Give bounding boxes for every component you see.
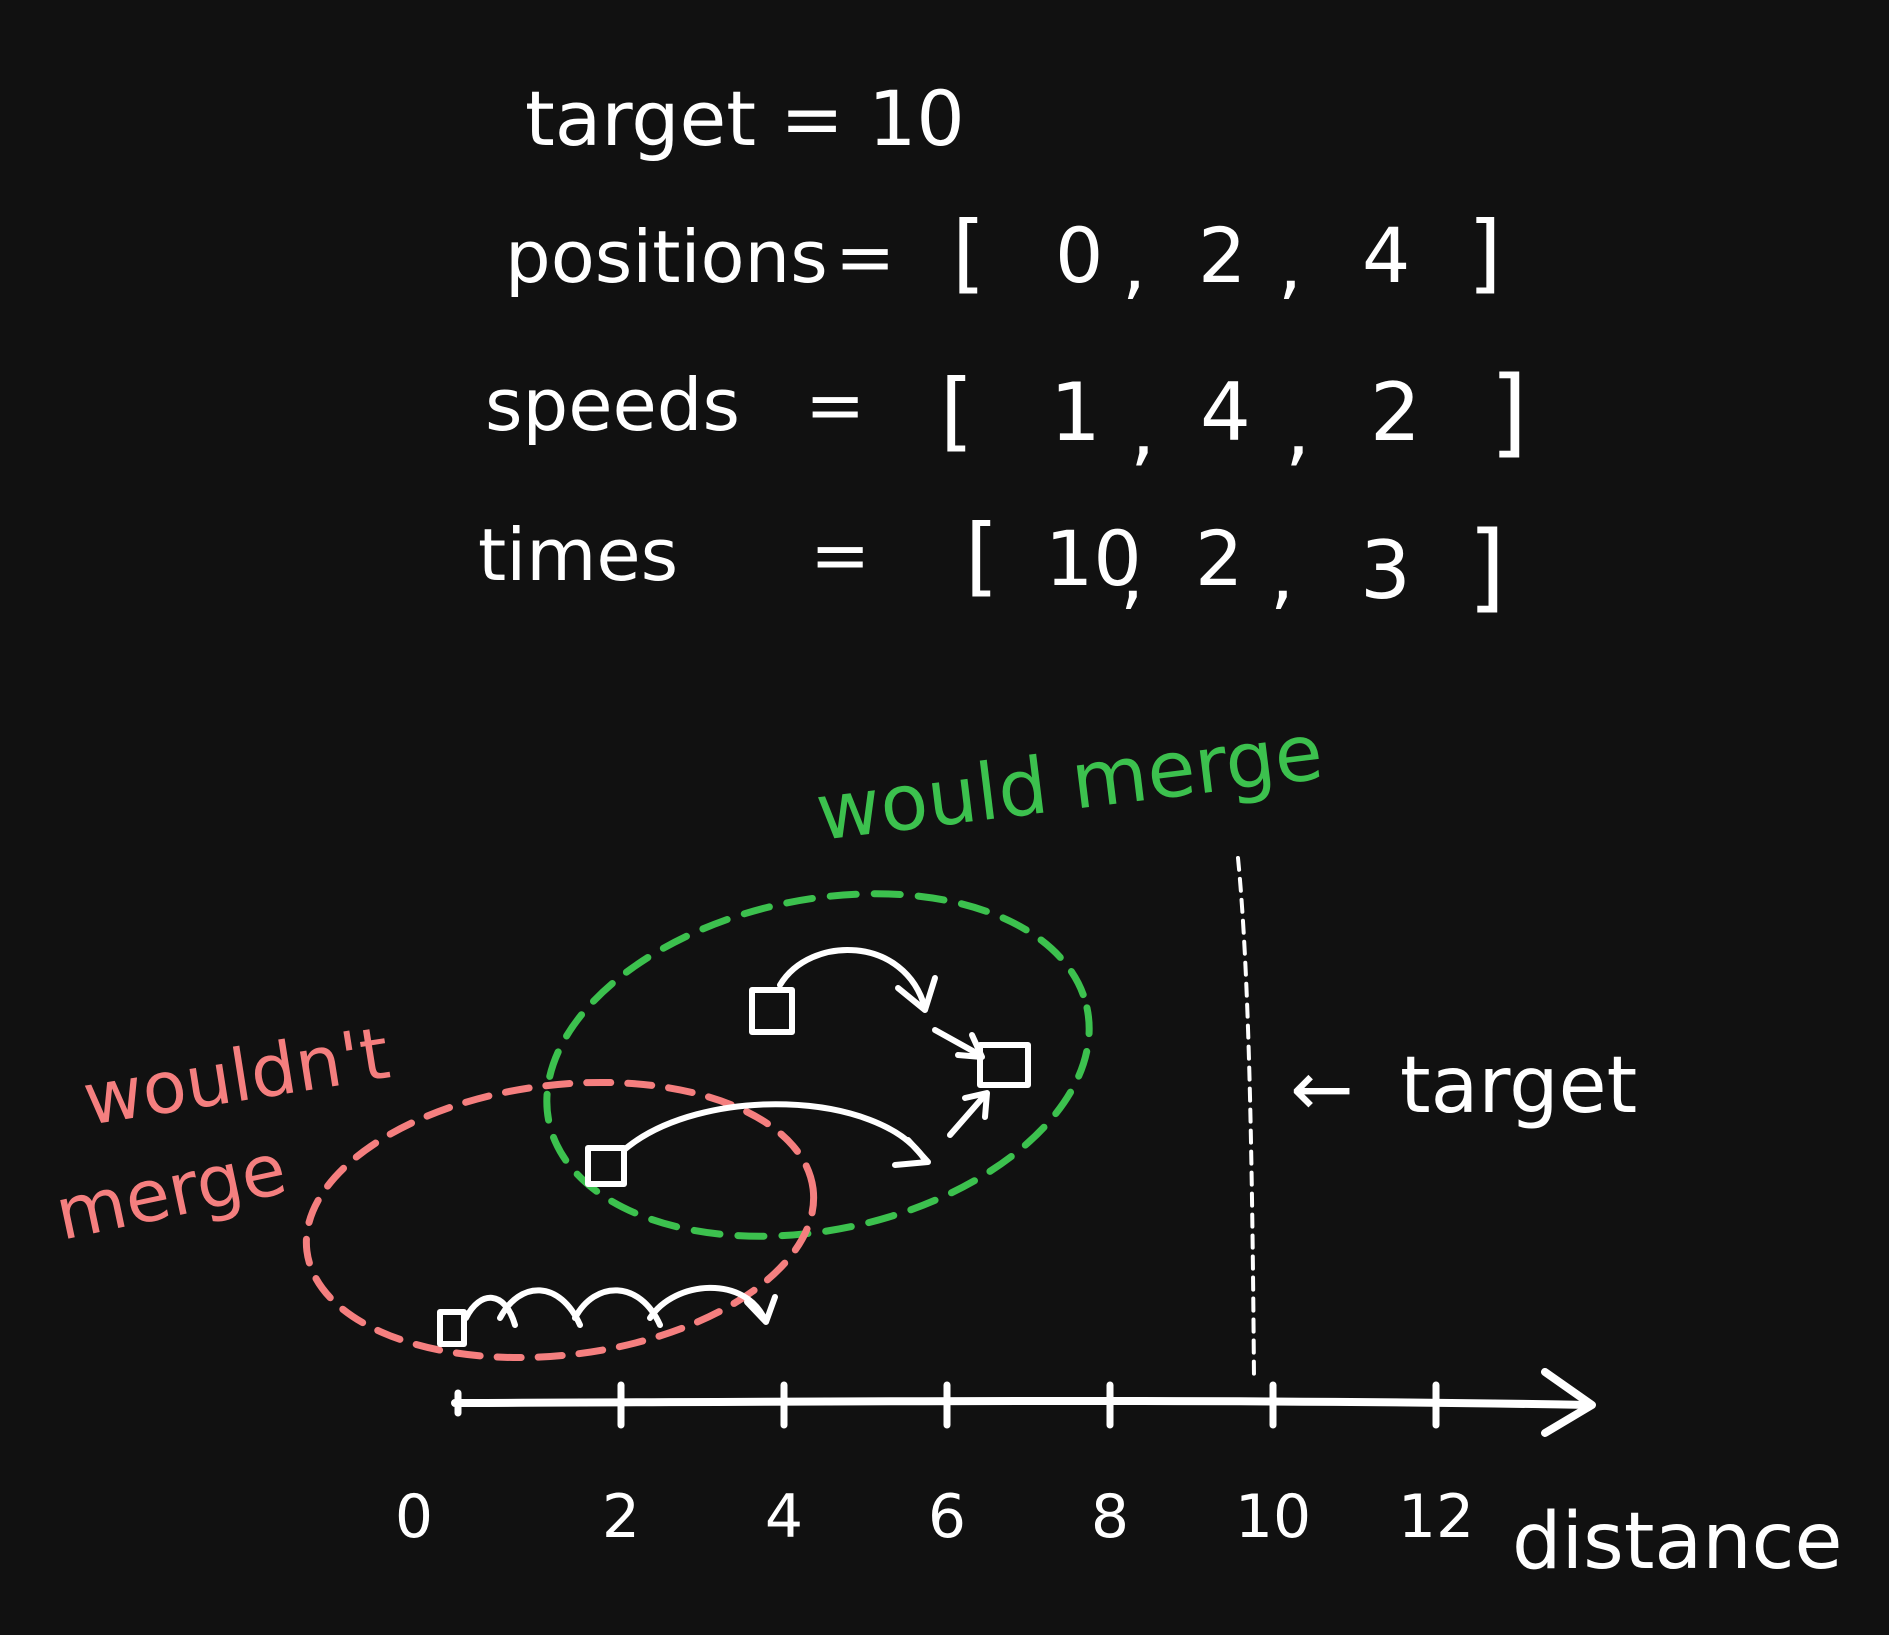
axis-tick-label-2: 2 <box>602 1482 640 1552</box>
merge-arrow-from-bottom-head <box>962 1090 990 1120</box>
axis-label: distance <box>1512 1497 1843 1587</box>
car-position-0-hops <box>463 1284 768 1328</box>
axis-tick-label-4: 4 <box>765 1482 803 1552</box>
times-close-bracket: ] <box>1468 511 1505 623</box>
car-position-2-arrow <box>621 1101 928 1163</box>
positions-label: positions <box>505 215 828 299</box>
would-merge-ellipse <box>543 890 1093 1240</box>
merge-arrow-from-top-head <box>955 1032 985 1060</box>
speeds-value-1: 4 <box>1200 366 1251 459</box>
would-merge-label: would merge <box>811 707 1327 858</box>
car-position-2-arrowhead <box>892 1137 931 1168</box>
positions-value-0: 0 <box>1055 211 1103 300</box>
positions-comma-2: , <box>1278 219 1302 308</box>
merge-arrow-from-top <box>932 1027 983 1058</box>
speeds-open-bracket: [ <box>940 361 974 461</box>
merge-point-square <box>977 1042 1031 1088</box>
speeds-comma-1: , <box>1130 382 1155 475</box>
equations: target = 10 positions = [ 0 , 2 , 4 ] sp… <box>478 74 1527 623</box>
speeds-equals: = <box>805 363 865 447</box>
positions-comma-1: , <box>1122 219 1146 308</box>
speeds-value-0: 1 <box>1050 366 1101 459</box>
merge-arrow-from-bottom <box>947 1092 988 1138</box>
car-position-4-arrow <box>777 947 928 1011</box>
car-position-2 <box>585 1145 627 1187</box>
times-comma-2: , <box>1270 529 1294 618</box>
times-open-bracket: [ <box>965 506 999 606</box>
times-value-2: 3 <box>1360 524 1411 617</box>
target-pointer-label: target <box>1400 1041 1637 1131</box>
axis-line <box>451 1396 1594 1409</box>
target-equation: target = 10 <box>525 74 965 163</box>
car-position-4-arrowhead <box>895 975 938 1013</box>
wouldnt-merge-label-line1: wouldn't <box>78 1011 395 1142</box>
car-position-4 <box>749 987 795 1035</box>
axis-tick-label-8: 8 <box>1091 1482 1129 1552</box>
speeds-close-bracket: ] <box>1490 356 1527 468</box>
target-marker: ← target <box>1236 856 1637 1382</box>
positions-close-bracket: ] <box>1468 203 1502 303</box>
target-arrow-symbol: ← <box>1290 1044 1354 1133</box>
axis-tick-label-0: 0 <box>395 1482 433 1552</box>
positions-open-bracket: [ <box>952 203 986 303</box>
positions-equals: = <box>835 215 895 299</box>
distance-axis: 0 2 4 6 8 10 12 distance <box>395 1368 1843 1587</box>
target-dashed-line <box>1236 856 1256 1382</box>
cars <box>437 947 1031 1347</box>
positions-value-2: 4 <box>1362 211 1410 300</box>
axis-tick-label-6: 6 <box>928 1482 966 1552</box>
speeds-label: speeds <box>485 363 740 447</box>
wouldnt-merge-ellipse <box>302 1078 818 1362</box>
positions-value-1: 2 <box>1198 211 1246 300</box>
wouldnt-merge-label-line2: merge <box>48 1126 293 1257</box>
axis-tick-label-10: 10 <box>1235 1482 1311 1552</box>
times-comma-1: , <box>1120 529 1144 618</box>
times-value-0: 10 <box>1045 514 1142 603</box>
axis-arrowhead <box>1541 1368 1596 1437</box>
axis-tick-label-12: 12 <box>1398 1482 1474 1552</box>
car-position-0-arrowhead <box>744 1294 778 1325</box>
times-value-1: 2 <box>1195 514 1243 603</box>
car-position-0 <box>437 1309 467 1347</box>
speeds-comma-2: , <box>1285 382 1310 475</box>
speeds-value-2: 2 <box>1370 366 1421 459</box>
axis-ticks: 0 2 4 6 8 10 12 <box>395 1381 1474 1552</box>
times-equals: = <box>810 513 870 597</box>
times-label: times <box>478 513 678 597</box>
